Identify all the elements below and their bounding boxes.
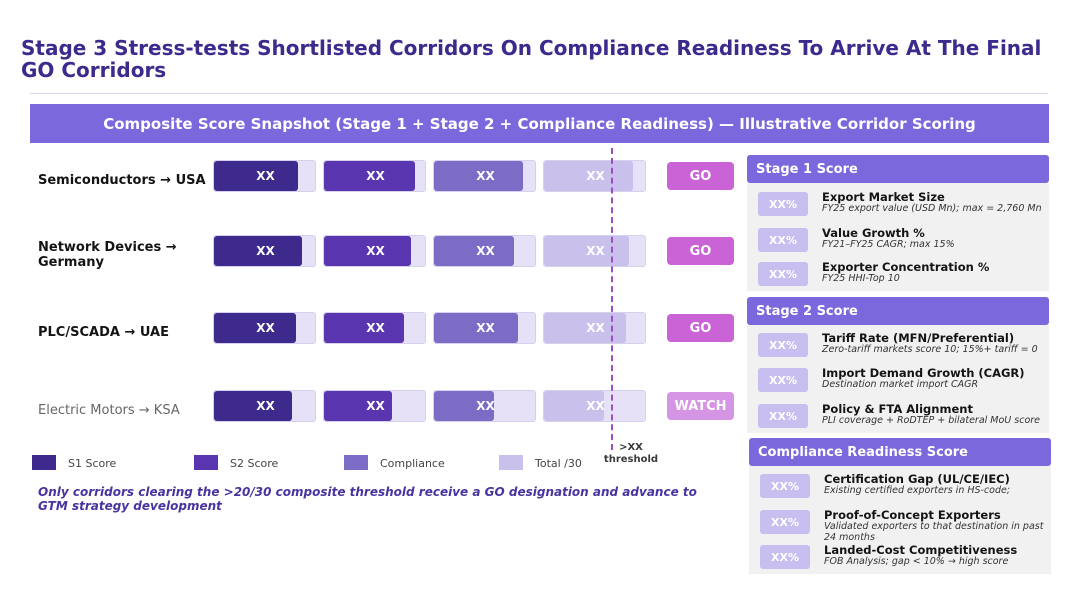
threshold-label: >XX threshold xyxy=(603,442,659,465)
s2-score-value: XX xyxy=(366,321,385,335)
panel-title: Stage 2 Score xyxy=(747,297,1049,325)
s2-score-fill xyxy=(324,236,411,266)
compliance-score-bar: XX xyxy=(433,312,536,344)
corridor-label: PLC/SCADA → UAE xyxy=(38,325,169,340)
metric-weight: XX% xyxy=(758,228,808,252)
metric-weight: XX% xyxy=(760,545,810,569)
metric-title: Value Growth % xyxy=(822,226,925,240)
total-score-value: XX xyxy=(586,321,605,335)
total-score-fill xyxy=(544,391,604,421)
metric-weight: XX% xyxy=(758,262,808,286)
metric-title: Certification Gap (UL/CE/IEC) xyxy=(824,472,1010,486)
legend-label: S2 Score xyxy=(230,457,279,470)
compliance-score-fill xyxy=(434,391,494,421)
s2-score-fill xyxy=(324,391,392,421)
corridor-label: Network Devices → Germany xyxy=(38,240,177,270)
metric-title: Tariff Rate (MFN/Preferential) xyxy=(822,331,1015,345)
s2-score-bar: XX xyxy=(323,390,426,422)
total-score-value: XX xyxy=(586,244,605,258)
s1-score-bar: XX xyxy=(213,160,316,192)
total-score-value: XX xyxy=(586,169,605,183)
s1-score-bar: XX xyxy=(213,390,316,422)
metric-description: FY25 export value (USD Mn); max = 2,760 … xyxy=(822,203,1042,214)
s1-score-value: XX xyxy=(256,399,275,413)
total-score-value: XX xyxy=(586,399,605,413)
metric-weight: XX% xyxy=(760,510,810,534)
metric-description: Validated exporters to that destination … xyxy=(824,521,1044,543)
total-score-bar: XX xyxy=(543,235,646,267)
legend-label: Compliance xyxy=(380,457,445,470)
metric-weight: XX% xyxy=(760,474,810,498)
legend-swatch xyxy=(32,455,56,470)
metric-weight: XX% xyxy=(758,192,808,216)
legend-swatch xyxy=(344,455,368,470)
metric-description: FY25 HHI-Top 10 xyxy=(822,273,900,284)
s1-score-value: XX xyxy=(256,169,275,183)
s2-score-value: XX xyxy=(366,169,385,183)
legend-label: Total /30 xyxy=(535,457,582,470)
s2-score-bar: XX xyxy=(323,312,426,344)
status-badge: GO xyxy=(667,314,734,342)
corridor-label: Electric Motors → KSA xyxy=(38,403,180,418)
corridor-label: Semiconductors → USA xyxy=(38,173,206,188)
metric-title: Policy & FTA Alignment xyxy=(822,402,973,416)
s1-score-bar: XX xyxy=(213,235,316,267)
metric-description: Destination market import CAGR xyxy=(822,379,979,390)
status-badge: WATCH xyxy=(667,392,734,420)
metric-title: Exporter Concentration % xyxy=(822,260,990,274)
status-badge: GO xyxy=(667,162,734,190)
metric-title: Landed-Cost Competitiveness xyxy=(824,543,1018,557)
metric-weight: XX% xyxy=(758,333,808,357)
s2-score-value: XX xyxy=(366,244,385,258)
total-score-bar: XX xyxy=(543,160,646,192)
compliance-score-bar: XX xyxy=(433,390,536,422)
page-title: Stage 3 Stress-tests Shortlisted Corrido… xyxy=(21,36,1042,82)
legend-swatch xyxy=(194,455,218,470)
total-score-bar: XX xyxy=(543,312,646,344)
metric-weight: XX% xyxy=(758,404,808,428)
s1-score-value: XX xyxy=(256,244,275,258)
footnote: Only corridors clearing the >20/30 compo… xyxy=(38,485,697,513)
panel-title: Compliance Readiness Score xyxy=(749,438,1051,466)
total-score-fill xyxy=(544,161,633,191)
s1-score-fill xyxy=(214,236,302,266)
s2-score-fill xyxy=(324,161,415,191)
status-badge: GO xyxy=(667,237,734,265)
compliance-score-value: XX xyxy=(476,399,495,413)
title-divider xyxy=(30,93,1048,94)
s2-score-fill xyxy=(324,313,404,343)
s1-score-fill xyxy=(214,313,296,343)
section-banner: Composite Score Snapshot (Stage 1 + Stag… xyxy=(30,104,1049,143)
compliance-score-value: XX xyxy=(476,169,495,183)
compliance-score-fill xyxy=(434,313,518,343)
threshold-line xyxy=(611,148,613,450)
metric-description: FY21–FY25 CAGR; max 15% xyxy=(822,239,955,250)
total-score-bar: XX xyxy=(543,390,646,422)
compliance-score-bar: XX xyxy=(433,160,536,192)
s2-score-bar: XX xyxy=(323,235,426,267)
metric-title: Import Demand Growth (CAGR) xyxy=(822,366,1025,380)
metric-title: Export Market Size xyxy=(822,190,945,204)
s1-score-fill xyxy=(214,161,298,191)
s2-score-bar: XX xyxy=(323,160,426,192)
legend-swatch xyxy=(499,455,523,470)
panel-title: Stage 1 Score xyxy=(747,155,1049,183)
metric-description: PLI coverage + RoDTEP + bilateral MoU sc… xyxy=(822,415,1041,426)
compliance-score-fill xyxy=(434,161,523,191)
s1-score-bar: XX xyxy=(213,312,316,344)
metric-description: Existing certified exporters in HS-code; xyxy=(824,485,1011,496)
compliance-score-fill xyxy=(434,236,514,266)
total-score-fill xyxy=(544,236,629,266)
compliance-score-value: XX xyxy=(476,244,495,258)
metric-description: Zero-tariff markets score 10; 15%+ tarif… xyxy=(822,344,1038,355)
legend-label: S1 Score xyxy=(68,457,117,470)
metric-title: Proof-of-Concept Exporters xyxy=(824,508,1001,522)
compliance-score-bar: XX xyxy=(433,235,536,267)
s2-score-value: XX xyxy=(366,399,385,413)
s1-score-value: XX xyxy=(256,321,275,335)
metric-weight: XX% xyxy=(758,368,808,392)
metric-description: FOB Analysis; gap < 10% → high score xyxy=(824,556,1009,567)
compliance-score-value: XX xyxy=(476,321,495,335)
s1-score-fill xyxy=(214,391,292,421)
